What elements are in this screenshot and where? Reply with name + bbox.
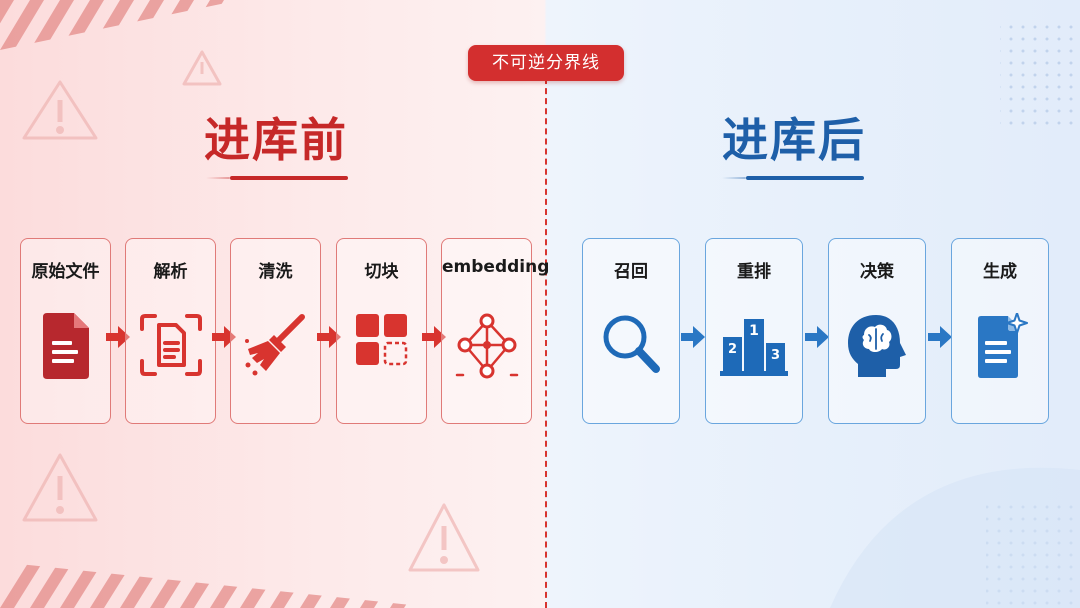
step-label: 决策	[860, 262, 894, 282]
after-title-underline	[746, 176, 864, 180]
step-label: embedding	[442, 257, 550, 277]
warning-triangle-icons	[22, 50, 480, 572]
hazard-stripes-top	[0, 0, 224, 50]
rank-3-label: 3	[771, 348, 780, 363]
step-label: 原始文件	[31, 262, 100, 282]
before-title-underline-fade	[206, 177, 230, 179]
before-title: 进库前	[204, 113, 348, 167]
document-icon	[41, 313, 91, 383]
step-label: 生成	[983, 262, 1017, 282]
scan-document-icon	[139, 313, 203, 381]
irreversible-divider-line	[545, 78, 547, 608]
broom-icon	[244, 313, 308, 381]
step-raw-file: 原始文件	[20, 238, 111, 424]
dot-grid-top	[1000, 20, 1080, 130]
magnifier-icon	[601, 313, 661, 379]
step-decision: 决策	[828, 238, 926, 424]
step-generate: 生成	[951, 238, 1049, 424]
step-label: 召回	[614, 262, 648, 282]
podium-icon: 1 2 3	[720, 313, 788, 381]
hazard-stripes-bottom	[0, 562, 434, 608]
after-title-underline-fade	[722, 177, 746, 179]
step-clean: 清洗	[230, 238, 321, 424]
step-label: 重排	[737, 262, 771, 282]
step-label: 解析	[153, 262, 188, 282]
step-label: 切块	[364, 262, 399, 282]
rank-2-label: 2	[728, 342, 737, 357]
arrow-right-icon	[928, 326, 952, 348]
brain-head-icon	[846, 313, 908, 383]
arrow-right-icon	[422, 326, 446, 348]
step-recall: 召回	[582, 238, 680, 424]
step-rerank: 重排 1 2 3	[705, 238, 803, 424]
before-title-underline	[230, 176, 348, 180]
generated-document-icon	[972, 312, 1028, 383]
arrow-right-icon	[805, 326, 829, 348]
after-title: 进库后	[722, 113, 866, 167]
divider-label-badge: 不可逆分界线	[468, 45, 624, 81]
step-parse: 解析	[125, 238, 216, 424]
network-icon	[455, 313, 519, 385]
rank-1-label: 1	[749, 323, 759, 339]
step-label: 清洗	[258, 262, 293, 282]
wave-shape	[830, 467, 1080, 608]
blocks-icon	[355, 313, 409, 371]
arrow-right-icon	[106, 326, 130, 348]
arrow-right-icon	[317, 326, 341, 348]
arrow-right-icon	[681, 326, 705, 348]
step-chunk: 切块	[336, 238, 427, 424]
step-embedding: embedding	[441, 238, 550, 424]
